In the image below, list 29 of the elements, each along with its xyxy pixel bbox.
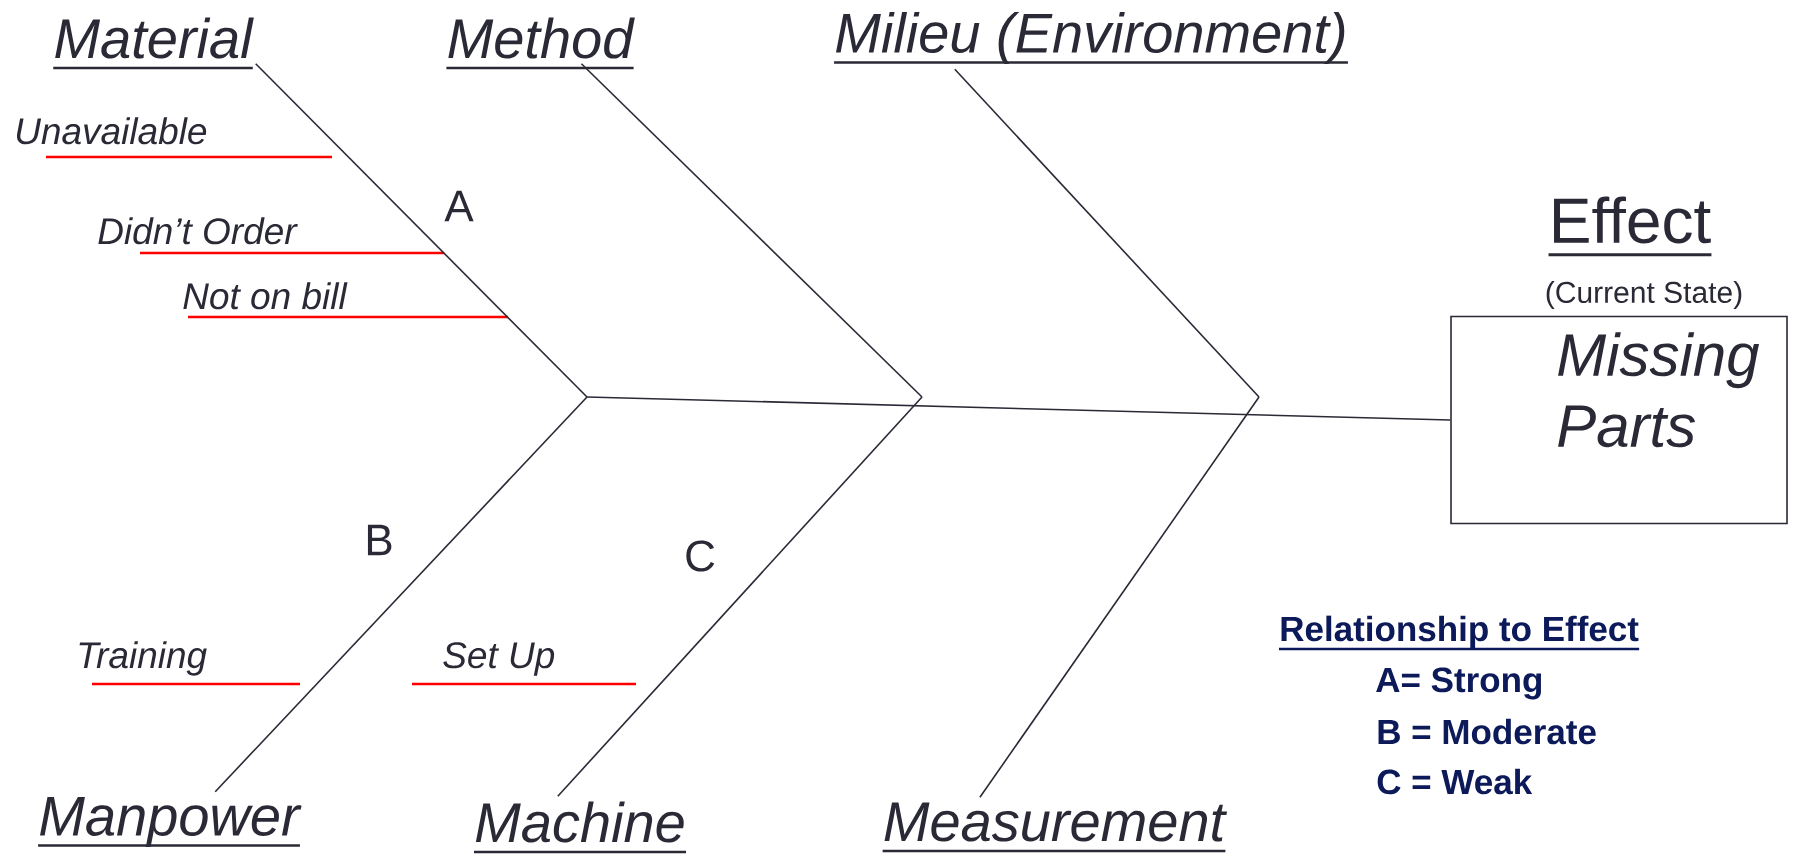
bone-line xyxy=(254,62,588,398)
bone-line xyxy=(557,396,923,798)
rating-letter: A xyxy=(444,190,474,222)
category-title: Machine xyxy=(474,801,687,854)
bone-line xyxy=(954,68,1260,398)
cause-label: Not on bill xyxy=(183,282,348,310)
cause-label: Didn’t Order xyxy=(98,217,298,245)
legend-entry: A= Strong xyxy=(1376,667,1542,700)
category-title: Material xyxy=(53,17,254,70)
bone-line xyxy=(580,62,923,398)
cause-label: Training xyxy=(79,641,207,676)
bone-line xyxy=(979,396,1260,799)
rating-letter: B xyxy=(367,524,392,556)
rating-letter: C xyxy=(686,540,715,572)
category-title: Milieu (Environment) xyxy=(834,11,1348,65)
category-title: Method xyxy=(446,17,635,70)
cause-label: Unavailable xyxy=(16,117,207,145)
category-title: Measurement xyxy=(882,802,1228,853)
effect-text: Missing Parts xyxy=(1558,332,1760,448)
category-title: Manpower xyxy=(38,796,302,848)
bone-line xyxy=(214,396,588,793)
effect-title: Effect xyxy=(1548,196,1712,257)
subtitle: (Current State) xyxy=(1546,281,1742,309)
effect-box xyxy=(1450,196,1788,525)
cause-label: Set Up xyxy=(443,642,555,676)
legend-heading: Relationship to Effect xyxy=(1279,615,1640,651)
legend-entry: B = Moderate xyxy=(1378,718,1596,745)
legend-entry: C = Weak xyxy=(1377,768,1533,795)
spine-line xyxy=(586,396,1451,421)
